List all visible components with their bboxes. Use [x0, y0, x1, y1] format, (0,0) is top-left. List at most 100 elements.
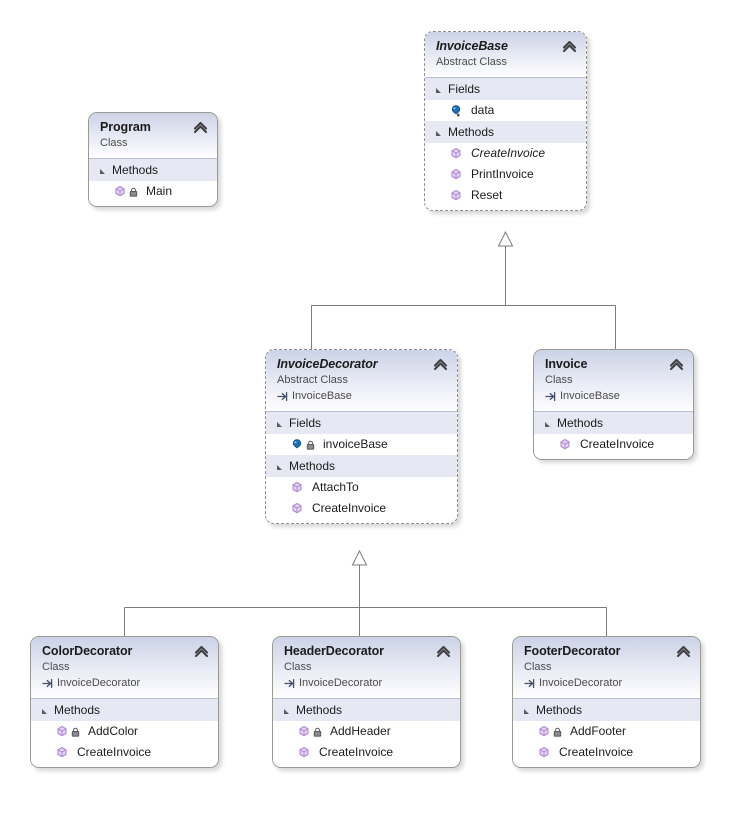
generalization-arrowhead [351, 549, 368, 566]
compartment-spacer [266, 519, 457, 523]
member-label: AddHeader [330, 724, 391, 738]
base-label: InvoiceBase [560, 390, 620, 402]
member-row[interactable]: AddFooter [513, 721, 700, 742]
compartment-fields[interactable]: Fields [425, 78, 586, 100]
member-label: invoiceBase [323, 437, 388, 451]
inheritance-arrow-icon [284, 678, 295, 689]
compartment-fields[interactable]: Fields [266, 412, 457, 434]
field-icon [449, 104, 463, 118]
class-header: InvoiceDecorator Abstract Class InvoiceB… [266, 350, 457, 412]
class-box-invoicebase[interactable]: InvoiceBase Abstract Class Fields [424, 31, 587, 211]
class-box-headerdecorator[interactable]: HeaderDecorator Class InvoiceDecorator M… [272, 636, 461, 768]
class-name: HeaderDecorator [284, 644, 384, 658]
compartment-methods[interactable]: Methods [266, 455, 457, 477]
class-stereotype: Class [100, 137, 128, 149]
compartment-methods[interactable]: Methods [513, 699, 700, 721]
class-header: InvoiceBase Abstract Class [425, 32, 586, 78]
lock-icon [129, 185, 138, 199]
method-icon [297, 725, 311, 739]
lock-icon [71, 725, 80, 739]
member-row[interactable]: CreateInvoice [425, 143, 586, 164]
class-header: Program Class [89, 113, 217, 159]
chevron-up-icon[interactable] [193, 121, 208, 134]
member-row[interactable]: CreateInvoice [31, 742, 218, 763]
class-box-invoicedecorator[interactable]: InvoiceDecorator Abstract Class InvoiceB… [265, 349, 458, 524]
class-box-colordecorator[interactable]: ColorDecorator Class InvoiceDecorator Me… [30, 636, 219, 768]
compartment-methods[interactable]: Methods [273, 699, 460, 721]
lock-icon [553, 725, 562, 739]
method-icon [55, 725, 69, 739]
field-icon [290, 438, 304, 452]
member-row[interactable]: CreateInvoice [273, 742, 460, 763]
compartment-label: Methods [54, 703, 101, 717]
compartment-label: Methods [296, 703, 343, 717]
chevron-up-icon[interactable] [433, 358, 448, 371]
class-body: Methods AddColor [31, 699, 218, 767]
member-label: data [471, 103, 495, 117]
class-body: Methods Main [89, 159, 217, 206]
class-base-type: InvoiceBase [277, 389, 447, 404]
triangle-expander-icon[interactable] [524, 708, 529, 714]
compartment-label: Methods [289, 459, 336, 473]
member-row[interactable]: AddColor [31, 721, 218, 742]
method-icon [558, 438, 572, 452]
triangle-expander-icon[interactable] [545, 421, 550, 427]
class-header: FooterDecorator Class InvoiceDecorator [513, 637, 700, 699]
compartment-methods[interactable]: Methods [425, 121, 586, 143]
triangle-expander-icon[interactable] [436, 87, 441, 93]
compartment-methods[interactable]: Methods [534, 412, 693, 434]
class-stereotype: Class [284, 661, 312, 673]
base-label: InvoiceBase [292, 390, 352, 402]
member-label: CreateInvoice [559, 745, 634, 759]
class-body: Methods AddFooter [513, 699, 700, 767]
triangle-expander-icon[interactable] [277, 421, 282, 427]
compartment-methods[interactable]: Methods [89, 159, 217, 181]
compartment-spacer [513, 763, 700, 767]
member-label: Reset [471, 188, 503, 202]
member-row[interactable]: data [425, 100, 586, 121]
class-box-invoice[interactable]: Invoice Class InvoiceBase Methods [533, 349, 694, 460]
class-box-footerdecorator[interactable]: FooterDecorator Class InvoiceDecorator M… [512, 636, 701, 768]
method-icon [55, 746, 69, 760]
member-row[interactable]: PrintInvoice [425, 164, 586, 185]
compartment-spacer [534, 455, 693, 459]
generalization-arrowhead [497, 230, 514, 247]
chevron-up-icon[interactable] [669, 358, 684, 371]
class-box-program[interactable]: Program Class Methods [88, 112, 218, 207]
member-row[interactable]: Main [89, 181, 217, 202]
class-name: ColorDecorator [42, 644, 133, 658]
chevron-up-icon[interactable] [194, 645, 209, 658]
compartment-spacer [31, 763, 218, 767]
base-label: InvoiceDecorator [57, 677, 141, 689]
class-header: Invoice Class InvoiceBase [534, 350, 693, 412]
class-stereotype: Class [42, 661, 70, 673]
member-label: CreateInvoice [319, 745, 394, 759]
chevron-up-icon[interactable] [436, 645, 451, 658]
triangle-expander-icon[interactable] [100, 168, 105, 174]
base-label: InvoiceDecorator [539, 677, 623, 689]
chevron-up-icon[interactable] [562, 40, 577, 53]
chevron-up-icon[interactable] [676, 645, 691, 658]
class-body: Fields data Methods [425, 78, 586, 210]
triangle-expander-icon[interactable] [436, 130, 441, 136]
compartment-methods[interactable]: Methods [31, 699, 218, 721]
compartment-spacer [425, 206, 586, 210]
triangle-expander-icon[interactable] [284, 708, 289, 714]
member-row[interactable]: AddHeader [273, 721, 460, 742]
member-row[interactable]: CreateInvoice [513, 742, 700, 763]
class-header: ColorDecorator Class InvoiceDecorator [31, 637, 218, 699]
member-label: CreateInvoice [312, 501, 387, 515]
class-base-type: InvoiceDecorator [284, 676, 450, 691]
triangle-expander-icon[interactable] [42, 708, 47, 714]
member-row[interactable]: Reset [425, 185, 586, 206]
member-label: AddFooter [570, 724, 627, 738]
member-label: AddColor [88, 724, 139, 738]
member-row[interactable]: CreateInvoice [534, 434, 693, 455]
member-label: Main [146, 184, 173, 198]
class-body: Methods AddHeader [273, 699, 460, 767]
member-row[interactable]: CreateInvoice [266, 498, 457, 519]
member-label: AttachTo [312, 480, 359, 494]
member-row[interactable]: invoiceBase [266, 434, 457, 455]
member-row[interactable]: AttachTo [266, 477, 457, 498]
triangle-expander-icon[interactable] [277, 464, 282, 470]
